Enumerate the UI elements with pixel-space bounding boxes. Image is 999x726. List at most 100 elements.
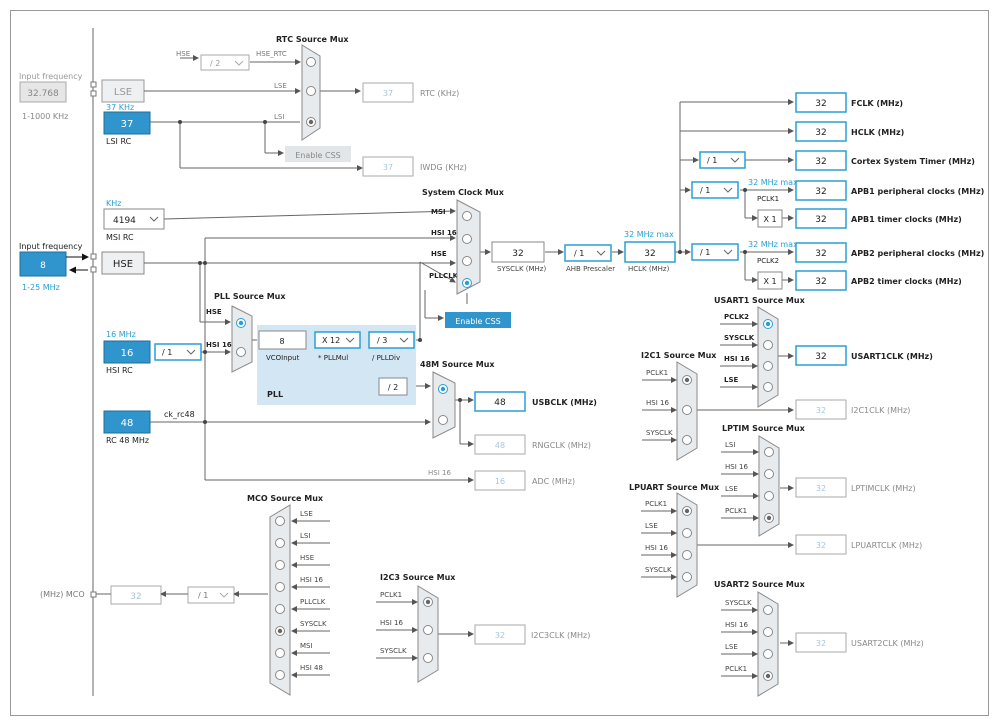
mco-mux-option[interactable]: [275, 538, 285, 548]
mco-divider-select[interactable]: [187, 586, 235, 604]
apb1-divider-select[interactable]: [691, 181, 739, 199]
cortex-divider-select[interactable]: [699, 151, 746, 169]
hclk-value-field[interactable]: [624, 241, 676, 263]
lpuart-value-field: [795, 534, 847, 555]
lpuart-mux-input-label: LSE: [645, 522, 658, 530]
lse-frequency-field[interactable]: [19, 81, 67, 103]
i2c3-mux-option[interactable]: [423, 653, 433, 663]
rtc-value-field: [362, 82, 414, 103]
chevron-down-icon: [723, 249, 733, 255]
mco-source-mux[interactable]: [269, 504, 291, 696]
mco-mux-option[interactable]: [275, 604, 285, 614]
pll-mul-select[interactable]: [314, 331, 361, 349]
rtc-lsi-input-label: LSI: [274, 113, 284, 121]
sysclk-option-hsi16[interactable]: [462, 234, 472, 244]
usart1-mux-title: USART1 Source Mux: [714, 296, 806, 305]
chevron-down-icon: [345, 337, 355, 343]
lpuart-mux-input-label: PCLK1: [645, 500, 667, 508]
sysclk-enable-css-button[interactable]: [445, 312, 511, 328]
usart2-source-mux[interactable]: [757, 591, 779, 697]
mco-mux-option[interactable]: [275, 670, 285, 680]
mco-mux-input-label: HSE: [300, 554, 314, 562]
rc48-label: RC 48 MHz: [106, 436, 149, 445]
i2c3-mux-option[interactable]: [423, 625, 433, 635]
apb1-label: APB1 peripheral clocks (MHz): [851, 187, 984, 196]
rtc-value: 37: [383, 89, 393, 98]
hse-frequency-field[interactable]: [19, 251, 67, 277]
lptim-mux-option[interactable]: [764, 447, 774, 457]
lpuart-mux-option[interactable]: [682, 572, 692, 582]
lpuart-source-mux[interactable]: [676, 492, 698, 598]
apb2-label: APB2 peripheral clocks (MHz): [851, 249, 984, 258]
iwdg-output-label: IWDG (KHz): [420, 163, 467, 172]
mco-mux-option[interactable]: [275, 560, 285, 570]
apb1-timer-mul-value: X 1: [763, 215, 776, 224]
mco-value: 32: [130, 592, 141, 602]
pll-div-select[interactable]: [368, 331, 415, 349]
mux-48m-option-rc48[interactable]: [438, 415, 448, 425]
hse-frequency-value: 8: [40, 261, 46, 271]
apb2-divider-value: / 1: [700, 248, 710, 257]
rtc-mux-option-lse[interactable]: [306, 86, 316, 96]
lpuart-mux-input-label: HSI 16: [645, 544, 668, 552]
mco-mux-option[interactable]: [275, 582, 285, 592]
usart1-mux-option[interactable]: [763, 340, 773, 350]
mco-mux-input-label: LSE: [300, 510, 313, 518]
i2c1-mux-title: I2C1 Source Mux: [641, 351, 717, 360]
sysclk-option-msi[interactable]: [462, 211, 472, 221]
vco-input-label: VCOInput: [266, 354, 300, 362]
mux-48m[interactable]: [432, 371, 456, 439]
lpuart-mux-option[interactable]: [682, 550, 692, 560]
lptim-mux-option[interactable]: [764, 469, 774, 479]
sysclk-option-hse[interactable]: [462, 256, 472, 266]
rngclk-label: RNGCLK (MHz): [532, 441, 591, 450]
apb1-max-label: 32 MHz max: [748, 178, 798, 187]
apb1-value-field[interactable]: [795, 180, 847, 201]
lsi-rc-block[interactable]: [103, 111, 151, 135]
hse-port: [90, 253, 97, 260]
hsi-rc-block[interactable]: [103, 340, 151, 364]
pll-option-hsi16[interactable]: [236, 347, 246, 357]
lptim-mux-option[interactable]: [764, 491, 774, 501]
usart1-mux-option[interactable]: [763, 361, 773, 371]
usart2-mux-option[interactable]: [763, 649, 773, 659]
system-clock-mux[interactable]: [456, 199, 481, 295]
usart1-mux-option[interactable]: [763, 382, 773, 392]
lpuart-mux-option[interactable]: [682, 528, 692, 538]
i2c1-mux-option[interactable]: [682, 405, 692, 415]
rtc-enable-css-button[interactable]: [285, 146, 351, 162]
rtc-mux-option-hse[interactable]: [306, 57, 316, 67]
mco-mux-option[interactable]: [275, 648, 285, 658]
apb1-timer-value-field[interactable]: [795, 208, 847, 229]
lpuart-mux-input-label: SYSCLK: [645, 566, 672, 574]
apb2-value-field[interactable]: [795, 242, 847, 263]
apb2-divider-select[interactable]: [691, 243, 739, 261]
i2c3-value: 32: [495, 631, 505, 640]
lptim-source-mux[interactable]: [758, 435, 780, 537]
fclk-value-field[interactable]: [795, 92, 847, 113]
cortex-value-field[interactable]: [795, 150, 847, 171]
rtc-hse-divider-select[interactable]: [200, 54, 250, 71]
i2c3-mux-input-label: SYSCLK: [380, 647, 407, 655]
usart2-output-label: USART2CLK (MHz): [851, 639, 924, 648]
lptim-mux-input-label: HSI 16: [725, 463, 748, 471]
rngclk-value-field: [474, 434, 526, 455]
usart2-mux-option[interactable]: [763, 605, 773, 615]
i2c1-mux-option[interactable]: [682, 435, 692, 445]
usart1-source-mux[interactable]: [757, 306, 779, 408]
wires: [96, 55, 794, 646]
usart1-value-field: [795, 345, 847, 366]
lse-frequency-value: 32.768: [27, 89, 59, 99]
lptim-mux-input-label: PCLK1: [725, 507, 747, 515]
rtc-output-label: RTC (KHz): [420, 89, 459, 98]
ahb-prescaler-select[interactable]: [564, 244, 612, 262]
mco-mux-option[interactable]: [275, 516, 285, 526]
apb2-timer-value-field[interactable]: [795, 270, 847, 291]
hse-block-label: HSE: [113, 259, 133, 270]
usart2-mux-option[interactable]: [763, 627, 773, 637]
hclk-out-value-field[interactable]: [795, 121, 847, 142]
system-clock-mux-title: System Clock Mux: [422, 188, 505, 197]
pll-source-mux[interactable]: [231, 305, 253, 373]
mco-mux-input-label: SYSCLK: [300, 620, 327, 628]
ahb-prescaler-value: / 1: [574, 249, 584, 258]
